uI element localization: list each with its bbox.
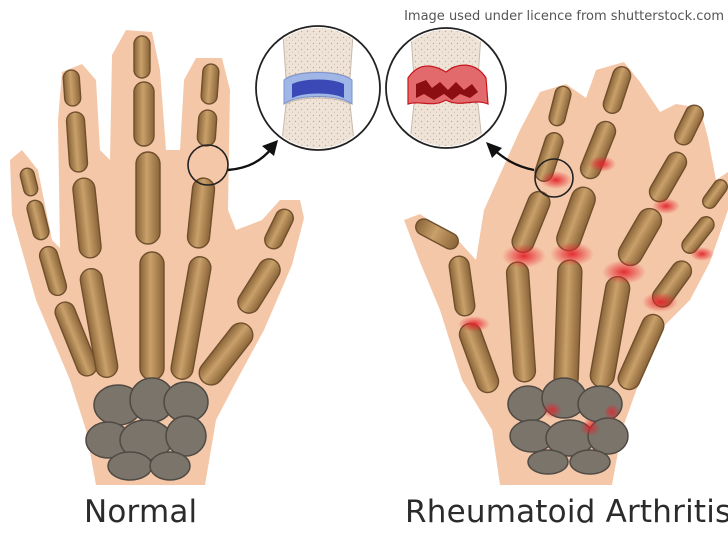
image-credit: Image used under licence from shuttersto… (404, 9, 724, 24)
normal-arrowhead (262, 140, 278, 156)
ra-joint-zoom (386, 20, 506, 160)
normal-joint-zoom (256, 20, 380, 160)
normal-caption: Normal (84, 494, 197, 530)
ra-caption: Rheumatoid Arthritis (405, 494, 728, 530)
normal-pointer-arrow (228, 148, 272, 170)
